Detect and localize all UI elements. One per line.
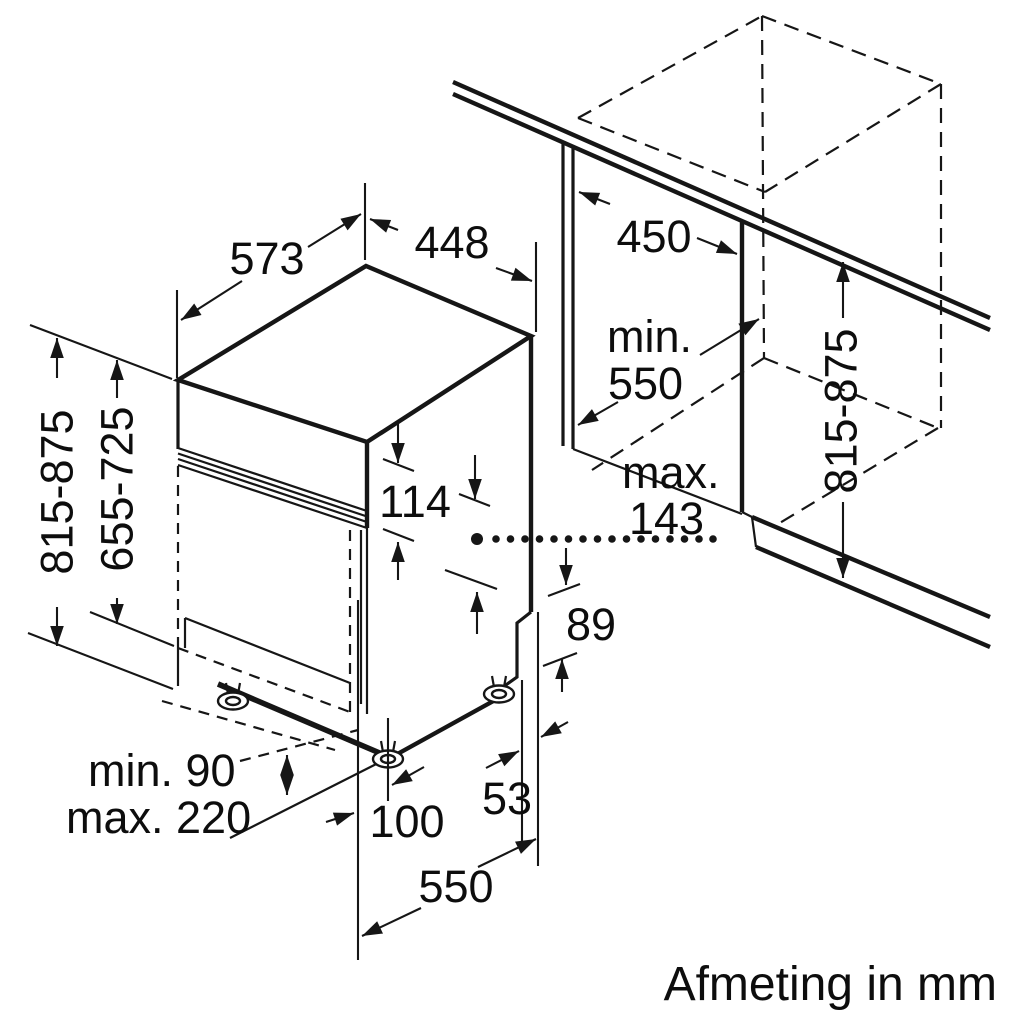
dim-label-niche-depth-prefix: min. — [607, 311, 692, 362]
niche-outline — [452, 79, 991, 650]
dim-label-door-height-range: 655-725 — [92, 406, 143, 571]
niche-hidden-volume — [577, 14, 943, 525]
dim-label-plinth-min: min. 90 — [88, 745, 236, 796]
dishwasher-hidden-lines — [161, 466, 359, 763]
dim-label-top-width: 573 — [229, 233, 304, 284]
dim-label-niche-depth-value: 550 — [608, 358, 683, 409]
units-caption: Afmeting in mm — [664, 958, 997, 1011]
dim-label-appliance-depth: 550 — [418, 861, 493, 912]
dim-label-front-edge-offset: 53 — [482, 773, 532, 824]
dim-label-base-rear-height: 89 — [566, 599, 616, 650]
dim-label-niche-height-range: 815-875 — [816, 328, 867, 493]
dim-label-door-clearance-value: 143 — [629, 493, 704, 544]
dim-label-plinth-max: max. 220 — [66, 792, 251, 843]
dimension-arrows — [50, 191, 850, 937]
dim-label-door-clearance-prefix: max. — [622, 447, 720, 498]
hinge-clearance-dotted-leader — [471, 533, 717, 545]
dimension-labels: 573 448 450 min. 550 max. 143 114 89 min… — [32, 211, 867, 912]
dim-label-base-recess-depth: 100 — [369, 796, 444, 847]
dim-label-niche-width: 450 — [616, 211, 691, 262]
dim-label-appliance-height-range: 815-875 — [32, 409, 83, 574]
dim-label-control-panel-height: 114 — [379, 476, 451, 527]
dim-label-panel-cutout-width: 448 — [414, 217, 489, 268]
